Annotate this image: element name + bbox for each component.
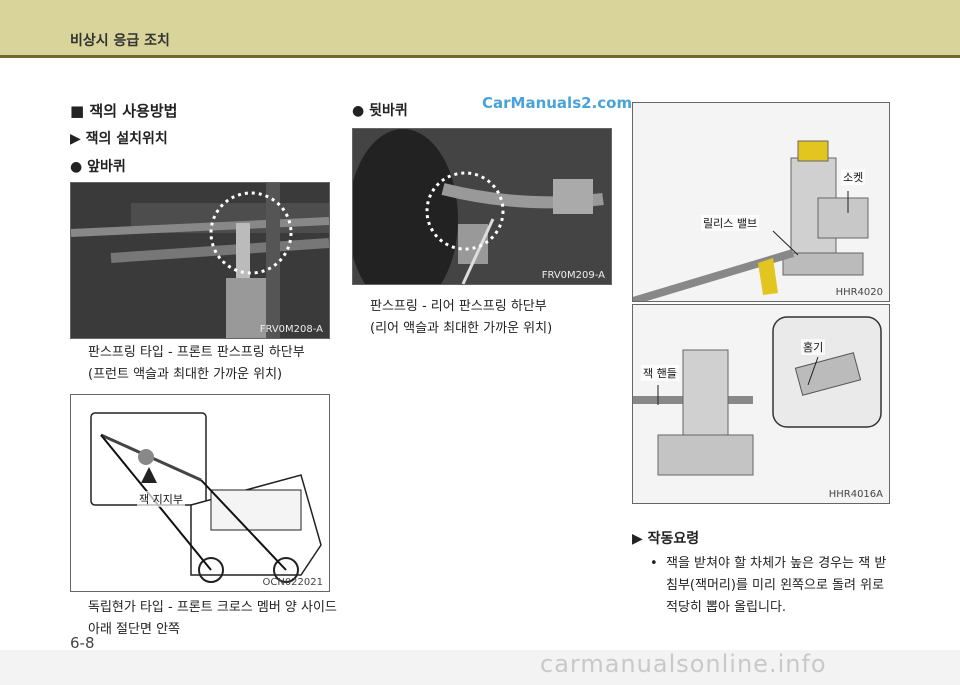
- jack-parts-illustration: [633, 103, 889, 301]
- header-bar: [0, 0, 960, 58]
- front-leaf-spring-illustration: [71, 183, 329, 338]
- figure-caption: 판스프링 - 리어 판스프링 하단부: [370, 299, 547, 314]
- socket-label: 소켓: [841, 169, 866, 185]
- watermark: CarManuals2.com: [482, 94, 633, 112]
- operation-text: 적당히 뽑아 올립니다.: [666, 600, 787, 615]
- figure-jack-parts: 소켓 릴리스 밸브 HHR4020: [632, 102, 890, 302]
- rear-leaf-spring-illustration: [353, 129, 611, 284]
- figure-caption: (리어 액슬과 최대한 가까운 위치): [370, 321, 553, 336]
- subsection-title: ▶ 잭의 설치위치: [70, 131, 168, 147]
- jack-handle-label: 잭 핸들: [641, 365, 679, 381]
- footer-bar: [0, 650, 960, 685]
- page-number: 6-8: [70, 634, 95, 652]
- footer-watermark: carmanualsonline.info: [540, 650, 827, 678]
- figure-caption: 판스프링 타입 - 프론트 판스프링 하단부: [88, 345, 305, 360]
- front-wheel-heading: ● 앞바퀴: [70, 159, 126, 175]
- figure-jack-handle: 잭 핸들 홈기 HHR4016A: [632, 304, 890, 504]
- figure-caption: (프런트 액슬과 최대한 가까운 위치): [88, 367, 283, 382]
- release-valve-label: 릴리스 밸브: [701, 215, 760, 231]
- jack-support-label: 잭 지지부: [137, 491, 185, 507]
- operation-text: 잭을 받쳐야 할 차체가 높은 경우는 잭 받: [666, 556, 887, 571]
- figure-code: HHR4016A: [828, 489, 883, 500]
- figure-code: FRV0M209-A: [541, 270, 605, 281]
- header-divider: [0, 55, 960, 58]
- rear-wheel-heading: ● 뒷바퀴: [352, 103, 408, 119]
- chapter-title: 비상시 응급 조치: [70, 33, 170, 49]
- jack-handle-illustration: [633, 305, 889, 503]
- figure-code: FRV0M208-A: [259, 324, 323, 335]
- groove-label: 홈기: [801, 339, 826, 355]
- section-title: ■ 잭의 사용방법: [70, 102, 178, 120]
- figure-caption: 아래 절단면 안쪽: [88, 622, 180, 637]
- operation-text: 침부(잭머리)를 미리 왼쪽으로 돌려 위로: [666, 578, 885, 593]
- figure-code: HHR4020: [835, 287, 883, 298]
- figure-front-leaf-spring: FRV0M208-A: [70, 182, 330, 339]
- operation-heading: ▶ 작동요령: [632, 531, 700, 547]
- figure-caption: 독립현가 타입 - 프론트 크로스 멤버 양 사이드: [88, 600, 337, 615]
- bullet-marker: •: [650, 556, 658, 571]
- bus-crossmember-illustration: [90, 412, 322, 583]
- figure-front-crossmember: 잭 지지부 OCN022021: [70, 394, 330, 592]
- figure-rear-leaf-spring: FRV0M209-A: [352, 128, 612, 285]
- figure-code: OCN022021: [262, 577, 323, 588]
